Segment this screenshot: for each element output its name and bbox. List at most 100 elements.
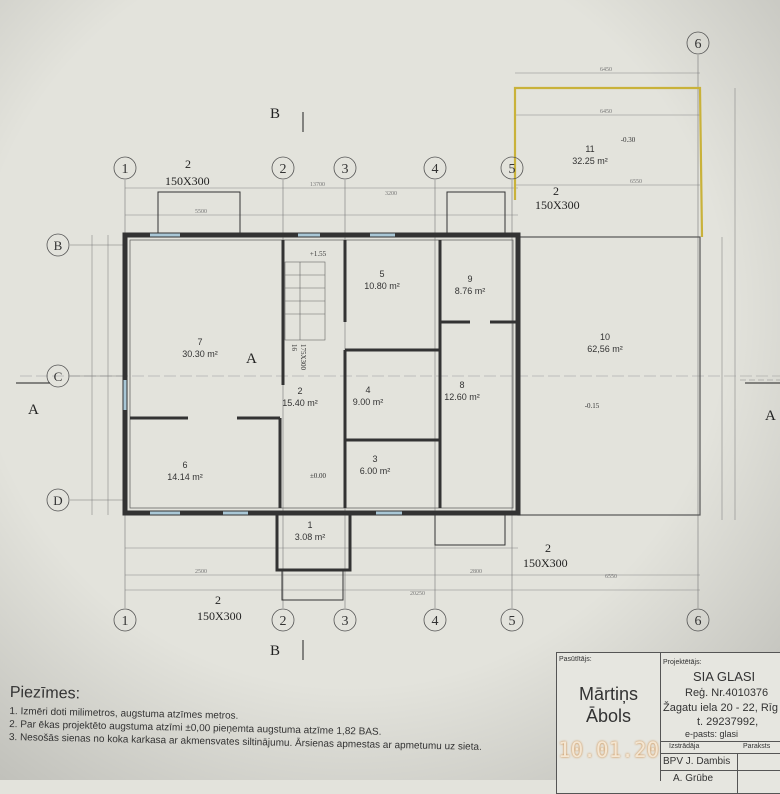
dimension-lines <box>20 72 780 591</box>
room-area: 8.76 m² <box>455 286 486 296</box>
company-name: SIA GLASI <box>693 669 756 684</box>
grid-axis-label: 6 <box>695 614 702 629</box>
client-surname: Ābols <box>585 706 632 726</box>
room-area: 30.30 m² <box>182 349 218 359</box>
dim-label: 6550 <box>630 179 642 185</box>
grid-axis-label: 5 <box>509 614 516 629</box>
room-area: 62,56 m² <box>587 344 623 354</box>
level-mark: -0.30 <box>621 136 636 144</box>
grid-axis-1: 1 <box>113 156 137 180</box>
dim-label: 13700 <box>310 182 325 188</box>
callout-size: 150X300 <box>523 556 568 570</box>
level-mark: ±0.00 <box>310 472 327 480</box>
developed-label: Izstrādāja <box>669 743 700 750</box>
dim-label: 6550 <box>605 574 617 580</box>
callout-count: 2 <box>215 593 221 607</box>
room-number: 5 <box>379 269 384 279</box>
room-area: 14.14 m² <box>167 472 203 482</box>
dim-label: 2800 <box>470 569 482 575</box>
room-area: 12.60 m² <box>444 392 480 402</box>
grid-axis-5: 5 <box>500 608 524 632</box>
room-2: 2 15.40 m² <box>282 386 318 408</box>
company-address: Žagatu iela 20 - 22, Rīg <box>663 702 778 714</box>
grid-axis-label: 2 <box>280 614 287 629</box>
grid-axis-1: 1 <box>113 608 137 632</box>
section-a-inner: A <box>246 351 257 367</box>
section-b-top: B <box>270 106 280 122</box>
dim-label: 6450 <box>600 67 612 73</box>
grid-axis-label: D <box>53 493 62 508</box>
grid-axis-4: 4 <box>423 608 447 632</box>
grid-axis-C: C <box>46 364 70 388</box>
dim-label: 3200 <box>385 191 397 197</box>
callout-size: 150X300 <box>165 174 210 188</box>
room-3: 36.00 m² <box>360 454 391 476</box>
room-number: 4 <box>365 385 370 395</box>
grid-axis-4: 4 <box>423 156 447 180</box>
callout-size: 150X300 <box>197 609 242 623</box>
room-number: 9 <box>467 274 472 284</box>
client-label: Pasūtītājs: <box>559 656 592 663</box>
room-number: 7 <box>197 337 202 347</box>
company-email: e-pasts: glasi <box>685 729 739 739</box>
grid-axis-label: 6 <box>695 37 702 52</box>
room-7: 7 30.30 m² <box>182 337 218 359</box>
dim-label: 2500 <box>195 569 207 575</box>
room-9: 9 8.76 m² <box>455 274 486 296</box>
room-1: 1 3.08 m² <box>295 520 326 542</box>
dim-label: 6450 <box>600 109 612 115</box>
room-number: 1 <box>307 520 312 530</box>
room-10: 10 62,56 m² <box>587 332 623 354</box>
room-area: 32.25 m² <box>572 156 608 166</box>
grid-axis-3: 3 <box>333 156 357 180</box>
signature-label: Paraksts <box>743 743 771 750</box>
section-marks: B B A A A <box>16 106 780 660</box>
section-b-bottom: B <box>270 643 280 659</box>
room-number: 8 <box>459 380 464 390</box>
callout-count: 2 <box>553 184 559 198</box>
grid-axis-label: 3 <box>342 614 349 629</box>
grid-axis-label: 4 <box>432 162 439 177</box>
callout-size: 150X300 <box>535 198 580 212</box>
room-8: 8 12.60 m² <box>444 380 480 402</box>
room-area: 3.08 m² <box>295 532 326 542</box>
section-a-right: A <box>765 408 776 424</box>
room-number: 3 <box>372 454 377 464</box>
developer-1: BPV J. Dambis <box>663 756 731 767</box>
grid-axis-label: 4 <box>432 614 439 629</box>
room-4: 49.00 m² <box>353 385 384 407</box>
company-reg: Reģ. Nr.4010376 <box>685 687 769 699</box>
company-phone: t. 29237992, <box>697 716 759 728</box>
room-area: 10.80 m² <box>364 281 400 291</box>
grid-axis-6: 6 <box>686 31 710 55</box>
stairs-size: 175X300 <box>299 344 307 371</box>
callout-count: 2 <box>185 157 191 171</box>
callout-count: 2 <box>545 541 551 555</box>
stairs-label: 16 175X300 <box>290 344 307 371</box>
room-number: 6 <box>182 460 187 470</box>
grid-axis-label: 1 <box>122 614 129 629</box>
window-callouts: 2 150X300 2 150X300 2 150X300 2 150X300 <box>165 157 580 623</box>
room-number: 10 <box>600 332 610 342</box>
terrace-outline <box>513 86 704 238</box>
level-mark: -0.15 <box>585 402 600 410</box>
room-number: 2 <box>297 386 302 396</box>
dimension-labels: 13700 20250 6450 6450 6550 2500 2800 655… <box>195 67 642 597</box>
grid-axis-label: 2 <box>280 162 287 177</box>
dim-label: 20250 <box>410 591 425 597</box>
grid-axis-D: D <box>46 488 70 512</box>
client-name: Mārtiņs <box>578 684 638 704</box>
grid-axis-label: 5 <box>509 162 516 177</box>
grid-axis-6: 6 <box>686 608 710 632</box>
grid-axis-5: 5 <box>500 156 524 180</box>
room-area: 15.40 m² <box>282 398 318 408</box>
section-a-left: A <box>28 402 39 418</box>
walls <box>122 191 521 601</box>
grid-axis-3: 3 <box>333 608 357 632</box>
designer-label: Projektētājs: <box>663 659 702 666</box>
stairs <box>284 261 326 341</box>
grid-axis-2: 2 <box>271 608 295 632</box>
grid-axis-label: 1 <box>122 162 129 177</box>
garage-outline <box>517 236 701 516</box>
windows <box>123 233 402 515</box>
